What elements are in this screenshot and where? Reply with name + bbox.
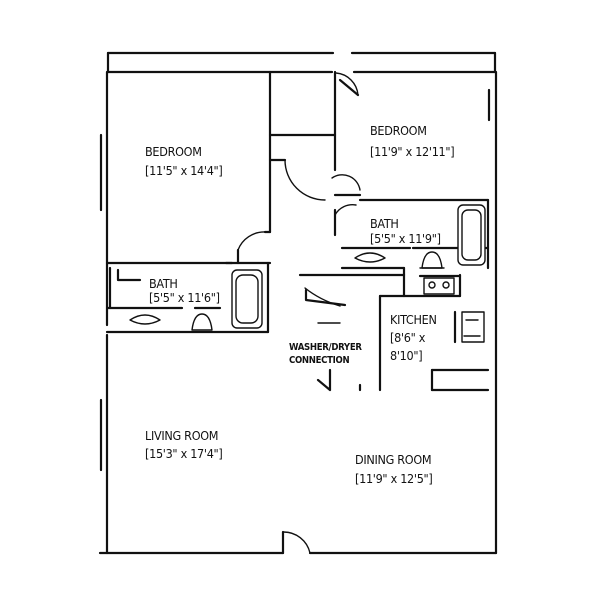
room-size: [11'9" x 12'11"] — [370, 144, 454, 159]
room-size: [11'9" x 12'5"] — [355, 471, 433, 486]
label-living: LIVING ROOM [15'3" x 17'4"] — [145, 428, 223, 461]
room-size-line1: [8'6" x — [390, 330, 426, 345]
sink-icon — [129, 314, 161, 325]
sink-icon — [354, 252, 386, 263]
room-name: LIVING ROOM — [145, 428, 218, 443]
label-bath-upper: BATH [5'5" x 11'9"] — [370, 216, 441, 246]
toilet-icon — [191, 313, 213, 331]
entry-door — [281, 530, 311, 555]
bath-lower-fixtures — [105, 261, 272, 334]
room-size: [5'5" x 11'9"] — [370, 231, 441, 246]
room-size-line2: 8'10"] — [390, 348, 422, 363]
toilet-icon — [421, 251, 443, 269]
laundry-line2: CONNECTION — [289, 355, 350, 366]
refrigerator-icon — [461, 311, 485, 343]
room-size: [15'3" x 17'4"] — [145, 446, 223, 461]
label-bedroom-left: BEDROOM [11'5" x 14'4"] — [145, 144, 223, 178]
room-name: KITCHEN — [390, 312, 437, 327]
bath-upper-fixtures — [340, 198, 490, 277]
bedroom-right-walls — [331, 70, 490, 237]
bathtub-icon — [231, 269, 263, 329]
room-name: DINING ROOM — [355, 452, 431, 467]
label-bath-lower: BATH [5'5" x 11'6"] — [149, 276, 220, 305]
room-size: [5'5" x 11'6"] — [149, 290, 220, 305]
bedroom-left-walls — [105, 70, 337, 265]
label-bedroom-right: BEDROOM [11'9" x 12'11"] — [370, 123, 455, 159]
label-dining: DINING ROOM [11'9" x 12'5"] — [355, 452, 433, 486]
label-laundry: WASHER/DRYER CONNECTION — [289, 342, 363, 366]
room-size: [11'5" x 14'4"] — [145, 163, 223, 178]
laundry-line1: WASHER/DRYER — [289, 342, 362, 353]
label-kitchen: KITCHEN [8'6" x 8'10"] — [390, 312, 437, 363]
room-name: BATH — [370, 216, 399, 231]
bathtub-icon — [457, 204, 486, 266]
room-name: BEDROOM — [370, 123, 427, 138]
kitchen-walls — [298, 273, 490, 392]
room-name: BATH — [149, 276, 178, 291]
exterior-walls — [98, 51, 498, 555]
room-name: BEDROOM — [145, 144, 202, 159]
